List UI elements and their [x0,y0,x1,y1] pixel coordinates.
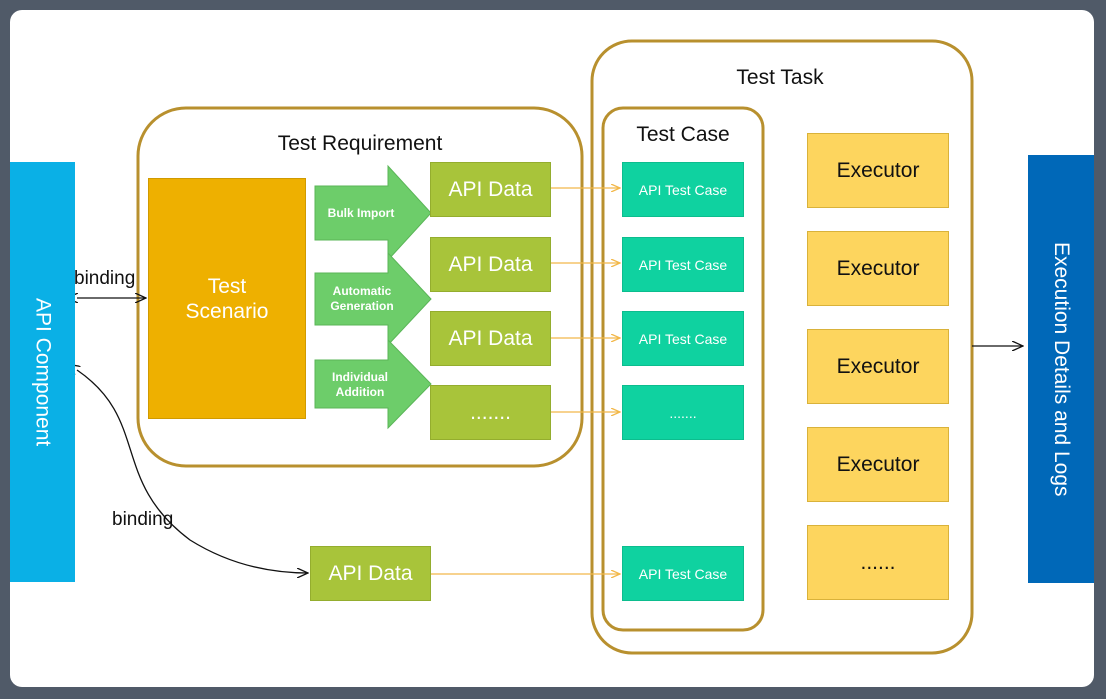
individual-addition-label: Individual Addition [331,370,388,399]
binding-label-bottom: binding [112,509,174,530]
test-scenario-label: Test Scenario [185,274,269,323]
binding-bottom-arrow [77,370,308,573]
api-data-box: ....... [430,385,551,440]
standalone-api-data-box: API Data [310,546,431,601]
binding-label-top: binding [74,268,136,289]
executor-box: Executor [807,231,949,306]
executor-box: Executor [807,427,949,502]
api-test-case-box: API Test Case [622,546,744,601]
api-component-bar: API Component [10,162,75,582]
api-data-box: API Data [430,162,551,217]
test-requirement-title: Test Requirement [277,132,443,155]
executor-box: Executor [807,329,949,404]
execution-logs-label: Execution Details and Logs [1050,241,1073,497]
bulk-import-label: Bulk Import [327,205,395,220]
api-component-label: API Component [31,297,55,447]
executor-box: Executor [807,133,949,208]
bulk-import-arrow [314,164,432,262]
test-requirement-container [136,106,584,468]
api-test-case-box: API Test Case [622,237,744,292]
api-data-box: API Data [430,237,551,292]
test-task-title: Test Task [736,66,824,89]
connectors-layer [10,39,1094,655]
automatic-generation-label: Automatic Generation [330,284,394,313]
api-data-box: API Data [430,311,551,366]
automatic-generation-arrow [314,251,432,347]
executor-box: ...... [807,525,949,600]
execution-logs-bar: Execution Details and Logs [1028,155,1094,583]
api-test-case-box: API Test Case [622,311,744,366]
test-scenario-box: Test Scenario [148,178,306,419]
test-task-container [590,39,974,655]
individual-addition-arrow [314,338,432,430]
api-test-case-box: API Test Case [622,162,744,217]
test-case-container [601,106,765,632]
api-test-case-box: ....... [622,385,744,440]
test-case-title: Test Case [636,123,730,146]
diagram-canvas: API Component Execution Details and Logs… [10,10,1094,687]
